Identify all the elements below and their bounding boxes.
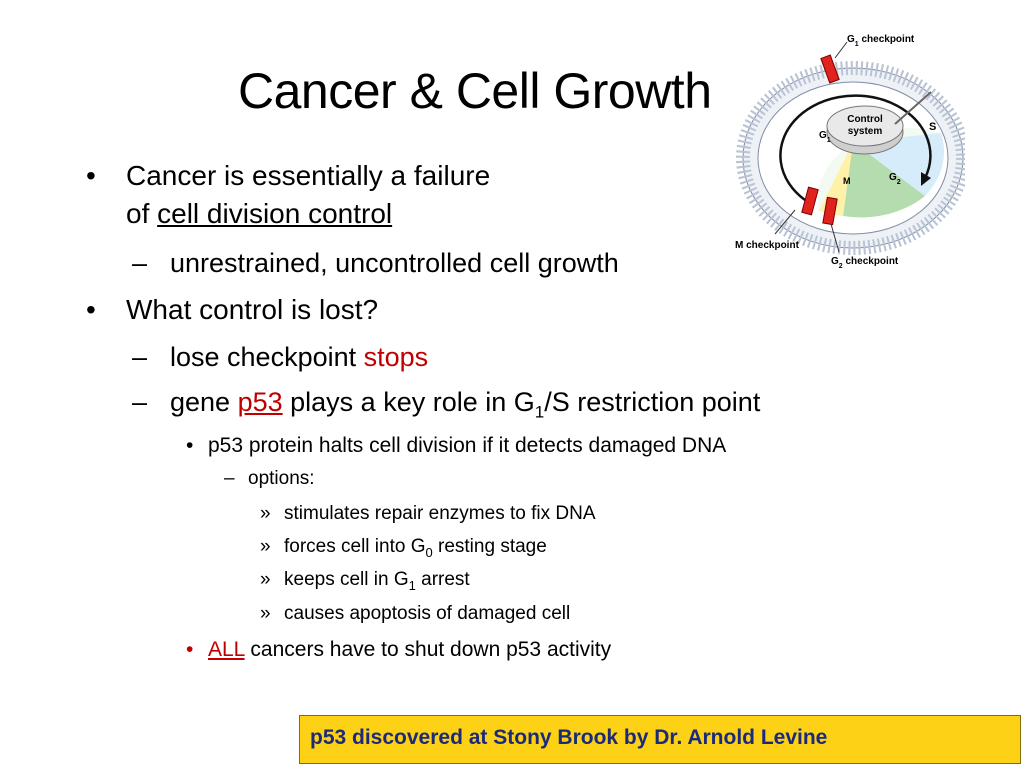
discovery-banner-text: p53 discovered at Stony Brook by Dr. Arn… — [310, 726, 828, 749]
g2-checkpoint-block — [822, 196, 838, 226]
bullet-marker-red: • — [186, 638, 194, 661]
phase-g2-label: G2 — [889, 172, 901, 186]
slide-title: Cancer & Cell Growth — [238, 63, 712, 119]
bullet-cancer-failure: Cancer is essentially a failure — [126, 160, 491, 191]
bullet-all-cancers: ALL cancers have to shut down p53 activi… — [208, 638, 612, 661]
raquo-marker: » — [260, 603, 271, 624]
dash-marker: – — [132, 248, 148, 278]
p53-link[interactable]: p53 — [237, 387, 283, 417]
g2-checkpoint-label: G2 checkpoint — [831, 256, 899, 270]
bullet-cancer-failure-cont: of cell division control — [126, 198, 393, 229]
m-checkpoint-label: M checkpoint — [735, 240, 800, 251]
bullet-p53-protein: p53 protein halts cell division if it de… — [208, 434, 727, 457]
phase-s-label: S — [929, 121, 936, 133]
bullet-what-control: What control is lost? — [126, 294, 379, 325]
control-system-label-2: system — [848, 126, 883, 137]
sub-bullet-lose-checkpoint: lose checkpoint stops — [170, 342, 429, 372]
bullet-marker: • — [86, 160, 96, 191]
raquo-marker: » — [260, 536, 271, 557]
option-apoptosis: causes apoptosis of damaged cell — [284, 603, 571, 624]
phase-g1-label: G1 — [819, 130, 831, 144]
cell-division-control-link[interactable]: cell division control — [157, 198, 393, 229]
phase-m-label: M — [843, 176, 851, 186]
discovery-banner: p53 discovered at Stony Brook by Dr. Arn… — [299, 715, 1021, 764]
sub-bullet-gene-p53: gene p53 plays a key role in G1/S restri… — [170, 387, 761, 422]
cell-cycle-diagram: G1 checkpoint M checkpoint G2 checkpoint… — [735, 34, 965, 270]
option-g1-arrest: keeps cell in G1 arrest — [284, 569, 470, 593]
dash-marker: – — [132, 387, 148, 417]
bullet-marker: • — [86, 294, 96, 325]
raquo-marker: » — [260, 569, 271, 590]
bullet-options: options: — [248, 468, 315, 489]
all-link[interactable]: ALL — [208, 638, 245, 661]
m-checkpoint-block — [801, 186, 819, 216]
option-resting-stage: forces cell into G0 resting stage — [284, 536, 547, 560]
dash-marker: – — [224, 468, 235, 489]
raquo-marker: » — [260, 503, 271, 524]
option-repair-enzymes: stimulates repair enzymes to fix DNA — [284, 503, 596, 524]
bullet-marker: • — [186, 434, 194, 457]
dash-marker: – — [132, 342, 148, 372]
control-system-label-1: Control — [847, 114, 883, 125]
g1-checkpoint-block — [820, 54, 840, 84]
sub-bullet-unrestrained: unrestrained, uncontrolled cell growth — [170, 248, 619, 278]
g1-checkpoint-label: G1 checkpoint — [847, 34, 915, 48]
